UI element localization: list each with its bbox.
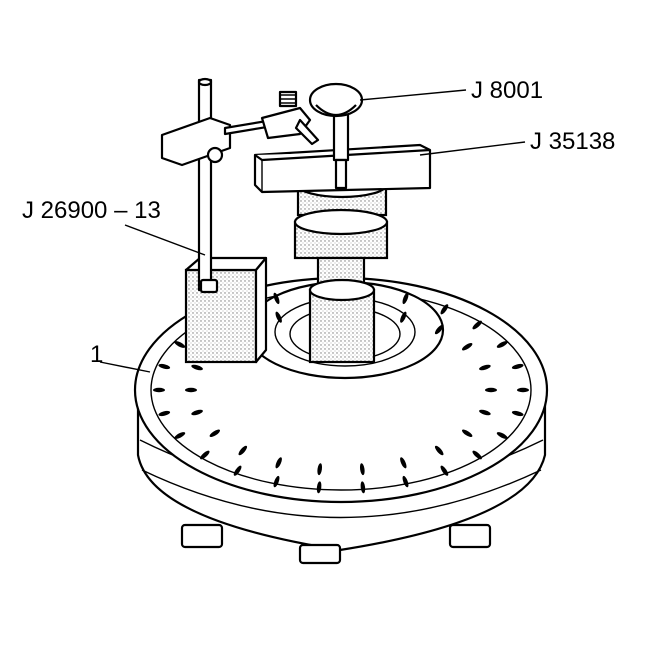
dimple xyxy=(462,429,473,438)
dimple xyxy=(273,292,280,305)
dimple xyxy=(402,292,409,305)
dimple xyxy=(511,410,524,417)
dimple xyxy=(191,409,203,416)
dial-indicator-assembly xyxy=(160,77,320,364)
dimple xyxy=(496,341,508,348)
dimple xyxy=(233,465,242,476)
dimple xyxy=(273,475,280,488)
dimple xyxy=(462,342,473,351)
dimple xyxy=(174,341,186,348)
dimple xyxy=(479,409,491,416)
dimple xyxy=(402,475,409,488)
dimple xyxy=(440,465,449,476)
dimple xyxy=(174,432,186,439)
knob-j8001 xyxy=(308,82,364,118)
dimple xyxy=(400,457,407,469)
dimple xyxy=(511,363,524,370)
label-j35138: J 35138 xyxy=(530,128,616,155)
dimple xyxy=(496,432,508,439)
dimple xyxy=(153,387,165,393)
dimple xyxy=(275,311,282,323)
dimple xyxy=(275,457,282,469)
dimple xyxy=(400,311,407,323)
label-j26900-13: J 26900 – 13 xyxy=(22,197,161,224)
dimple xyxy=(485,387,497,393)
dimple xyxy=(434,445,444,456)
fixture-bar-j35138 xyxy=(253,110,432,364)
dimple xyxy=(472,320,482,330)
dimple xyxy=(517,387,529,393)
dimple xyxy=(317,463,323,476)
dimple xyxy=(440,304,449,315)
dimple xyxy=(191,364,203,371)
label-part-1: 1 xyxy=(90,341,104,368)
dimple xyxy=(209,429,220,438)
leader-lines xyxy=(99,89,526,373)
dimple xyxy=(360,481,366,494)
dimple xyxy=(238,445,248,456)
dimple xyxy=(316,481,322,494)
dimple xyxy=(158,363,171,370)
label-j8001: J 8001 xyxy=(471,77,544,104)
dimple xyxy=(359,463,365,476)
dimple xyxy=(200,450,210,460)
dimple xyxy=(479,364,491,371)
dimple xyxy=(185,387,197,393)
dimple xyxy=(472,450,482,460)
dimple xyxy=(158,410,171,417)
dimple xyxy=(434,324,444,335)
